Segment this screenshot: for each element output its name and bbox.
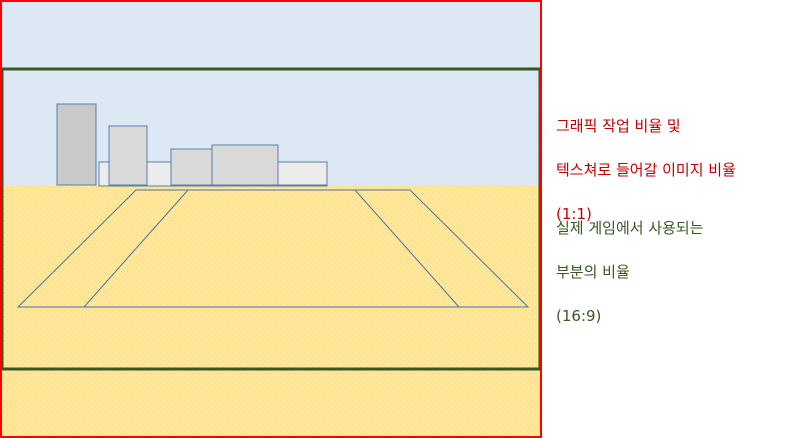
texture-ratio-caption: 그래픽 작업 비율 및 텍스쳐로 들어갈 이미지 비율 (1:1) [556, 93, 736, 247]
building-short-1 [170, 148, 213, 186]
sand-ground [1, 185, 541, 437]
road-lane-left [83, 189, 189, 308]
texture-ratio-frame [0, 0, 542, 438]
texture-ratio-line-2: 텍스쳐로 들어갈 이미지 비율 [556, 161, 736, 179]
building-short-3 [277, 161, 328, 186]
road-lane-right [354, 189, 460, 308]
road-outer [16, 189, 530, 308]
building-medium [108, 125, 148, 186]
game-ratio-line-3: (16:9) [556, 307, 602, 325]
building-tall [56, 103, 97, 186]
game-ratio-caption: 실제 게임에서 사용되는 부분의 비율 (16:9) [556, 195, 704, 349]
building-short-2 [211, 144, 279, 186]
game-ratio-line-1: 실제 게임에서 사용되는 [556, 219, 704, 237]
texture-ratio-line-3: (1:1) [556, 205, 592, 223]
texture-ratio-line-1: 그래픽 작업 비율 및 [556, 117, 681, 135]
game-ratio-line-2: 부분의 비율 [556, 263, 630, 281]
